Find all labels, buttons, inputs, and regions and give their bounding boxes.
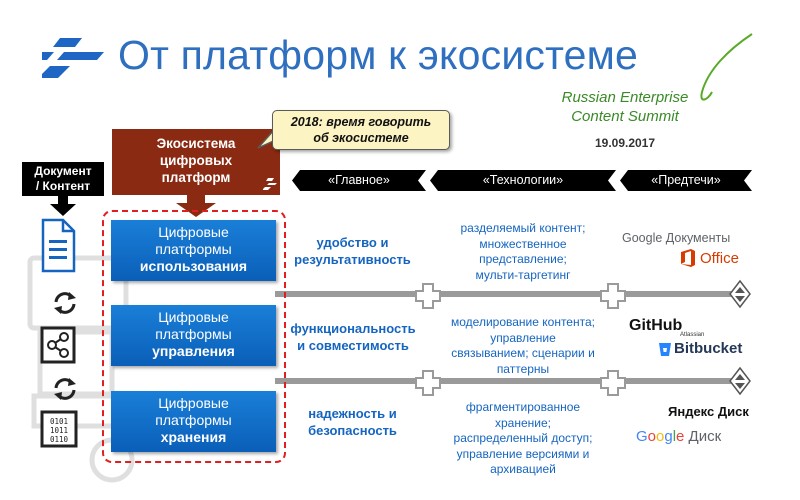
document-label-line1: Документ — [34, 164, 92, 178]
main-line: надежность и — [308, 406, 397, 421]
summit-line2: Content Summit — [571, 108, 679, 125]
google-letter: o — [647, 428, 657, 445]
tech-storage: фрагментированное хранение; распределенн… — [430, 400, 616, 478]
ecosystem-box: Экосистема цифровых платформ — [112, 129, 280, 195]
main-line: удобство и — [316, 235, 389, 250]
google-letter: G — [636, 428, 648, 445]
document-label: Документ / Контент — [22, 162, 104, 196]
platform-line: Цифровые — [158, 309, 229, 325]
summit-line1: Russian Enterprise — [561, 89, 689, 106]
main-line: результативность — [294, 252, 411, 267]
svg-text:0101: 0101 — [50, 417, 68, 426]
platform-line-bold: управления — [152, 343, 235, 359]
tech-line: моделирование контента; — [451, 315, 595, 329]
tech-line: управление — [490, 330, 556, 345]
sync-icon — [54, 292, 76, 314]
bitbucket-label: Bitbucket — [674, 340, 743, 357]
svg-text:1011: 1011 — [50, 426, 68, 435]
main-storage: надежность и безопасность — [290, 405, 415, 439]
google-letter: e — [676, 428, 685, 445]
platform-line: платформы — [155, 326, 232, 342]
google-letter: l — [672, 428, 677, 445]
google-letter: g — [664, 428, 673, 445]
header-main: «Главное» — [292, 170, 426, 191]
main-management: функциональность и совместимость — [288, 320, 418, 354]
main-usage: удобство и результативность — [290, 234, 415, 268]
platform-line-bold: использования — [139, 258, 248, 274]
tech-usage: разделяемый контент; множественное предс… — [430, 221, 616, 283]
header-predecessors: «Предтечи» — [620, 170, 752, 191]
summit-date: 19.09.2017 — [594, 136, 656, 150]
platform-line: Цифровые — [158, 395, 229, 411]
office-icon — [681, 249, 695, 267]
callout-line1: 2018: время говорить — [290, 115, 432, 129]
main-line: безопасность — [308, 423, 397, 438]
svg-text:0110: 0110 — [50, 435, 69, 444]
page-title: От платформ к экосистеме — [118, 32, 639, 78]
main-line: функциональность — [290, 321, 416, 336]
tech-line: связыванием; сценарии и — [451, 346, 595, 360]
platform-line: платформы — [155, 412, 232, 428]
tech-line: разделяемый контент; — [460, 221, 586, 235]
tech-line: мульти-таргетинг — [475, 267, 571, 282]
platform-line: Цифровые — [158, 224, 229, 240]
platform-usage: Цифровые платформы использования — [111, 220, 276, 281]
platforms-frame — [102, 210, 286, 463]
google-docs-label: Google Документы — [622, 231, 731, 245]
network-icon — [40, 326, 76, 364]
document-label-line2: / Контент — [35, 179, 91, 193]
bitbucket-icon — [659, 343, 671, 356]
yandex-disk-label: Яндекс Диск — [668, 404, 749, 419]
tech-line: множественное — [479, 236, 567, 251]
ecosystem-line3: платформ — [161, 170, 231, 185]
tech-line: фрагментированное — [465, 400, 581, 414]
tech-line: представление; — [479, 252, 567, 266]
tech-line: распределенный доступ; — [453, 431, 593, 445]
platform-management: Цифровые платформы управления — [111, 305, 276, 366]
summit-swoosh-icon — [700, 33, 753, 101]
tech-management: моделирование контента; управление связы… — [430, 315, 616, 377]
sync-icon — [54, 378, 76, 400]
google-letter: o — [656, 428, 665, 445]
atlassian-label: Atlassian — [680, 332, 705, 338]
github-label: GitHub — [629, 317, 683, 334]
tech-line: управление версиями и — [456, 446, 590, 461]
document-icon — [41, 218, 76, 273]
callout-line2: об экосистеме — [313, 131, 409, 145]
ecosystem-down-arrow-icon — [176, 195, 216, 217]
platform-line-bold: хранения — [160, 429, 227, 445]
tech-line: хранение; — [495, 415, 551, 430]
ecosystem-line1: Экосистема — [156, 136, 236, 151]
tech-line: архивацией — [490, 462, 556, 476]
binary-icon: 0101 1011 0110 — [40, 410, 78, 448]
logo-icon — [42, 38, 104, 78]
main-line: и совместимость — [297, 338, 409, 353]
document-down-arrow-icon — [50, 196, 76, 216]
office-label: Office — [700, 250, 739, 267]
mini-logo-icon — [263, 178, 277, 190]
platform-storage: Цифровые платформы хранения — [111, 391, 276, 452]
callout-bubble: 2018: время говорить об экосистеме — [272, 110, 450, 150]
tech-line: паттерны — [496, 361, 550, 376]
google-disk-label: Google Диск — [636, 428, 721, 445]
google-disk-word: Диск — [684, 428, 722, 445]
header-tech: «Технологии» — [430, 170, 616, 191]
ecosystem-line2: цифровых — [159, 153, 233, 168]
summit-name: Russian Enterprise Content Summit — [520, 88, 730, 126]
platform-line: платформы — [155, 241, 232, 257]
